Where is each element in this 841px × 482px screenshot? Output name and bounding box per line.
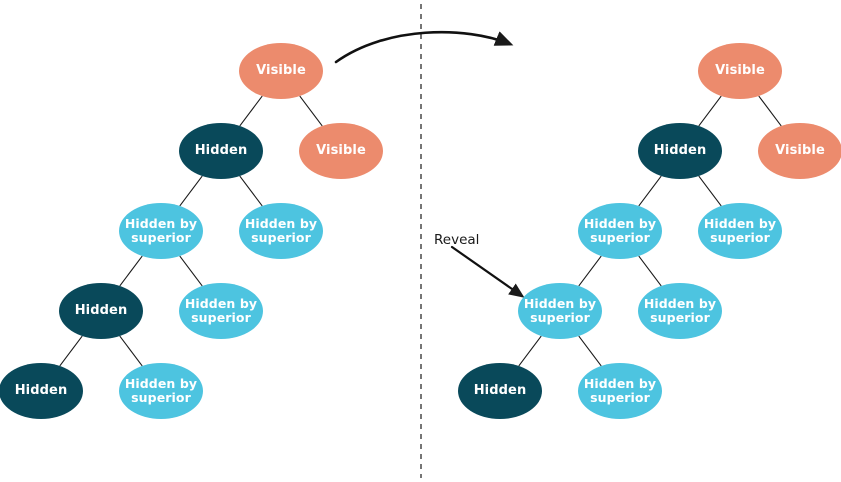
tree-node-hidden-by-superior[interactable]: Hidden by superior [239,203,323,259]
tree-node-label: Hidden by superior [703,216,777,245]
tree-node-label: Visible [316,142,366,158]
tree-edge [179,175,203,207]
tree-node-hidden[interactable]: Hidden [179,123,263,179]
reveal-annotation-label: Reveal [434,232,480,248]
tree-edge [59,335,83,367]
tree-node-hidden[interactable]: Hidden [59,283,143,339]
tree-edge [578,255,602,287]
tree-node-label: Hidden [74,302,128,318]
tree-edge [698,95,722,127]
tree-edge [758,95,782,127]
tree-node-label: Hidden [653,142,707,158]
tree-edge [299,95,323,127]
tree-node-label: Hidden by superior [583,216,657,245]
tree-node-label: Visible [715,62,765,78]
tree-edge [239,175,263,207]
tree-node-hidden[interactable]: Hidden [0,363,83,419]
tree-edge [518,335,542,367]
tree-node-hidden-by-superior[interactable]: Hidden by superior [698,203,782,259]
tree-node-label: Hidden by superior [583,376,657,405]
tree-node-label: Hidden [473,382,527,398]
transition-arrow [334,30,514,64]
tree-node-hidden[interactable]: Hidden [638,123,722,179]
tree-edge [239,95,263,127]
tree-node-label: Hidden by superior [244,216,318,245]
tree-node-label: Visible [256,62,306,78]
tree-node-label: Hidden [194,142,248,158]
tree-node-hidden-by-superior[interactable]: Hidden by superior [518,283,602,339]
tree-node-hidden-by-superior[interactable]: Hidden by superior [638,283,722,339]
tree-node-hidden[interactable]: Hidden [458,363,542,419]
tree-node-label: Hidden by superior [124,376,198,405]
tree-node-label: Hidden [14,382,68,398]
tree-node-hidden-by-superior[interactable]: Hidden by superior [578,203,662,259]
tree-node-label: Hidden by superior [523,296,597,325]
tree-edge [578,335,602,367]
tree-edge [179,255,203,287]
tree-node-label: Hidden by superior [643,296,717,325]
tree-node-hidden-by-superior[interactable]: Hidden by superior [578,363,662,419]
tree-node-hidden-by-superior[interactable]: Hidden by superior [119,203,203,259]
reveal-arrow [450,245,525,298]
tree-node-hidden-by-superior[interactable]: Hidden by superior [179,283,263,339]
tree-edge [119,255,143,287]
tree-edge [698,175,722,207]
tree-node-visible[interactable]: Visible [239,43,323,99]
tree-node-visible[interactable]: Visible [758,123,841,179]
tree-node-label: Visible [775,142,825,158]
tree-node-label: Hidden by superior [184,296,258,325]
tree-edge [638,255,662,287]
tree-edge [119,335,143,367]
tree-node-visible[interactable]: Visible [299,123,383,179]
tree-node-hidden-by-superior[interactable]: Hidden by superior [119,363,203,419]
tree-node-visible[interactable]: Visible [698,43,782,99]
tree-node-label: Hidden by superior [124,216,198,245]
tree-edge [638,175,662,207]
